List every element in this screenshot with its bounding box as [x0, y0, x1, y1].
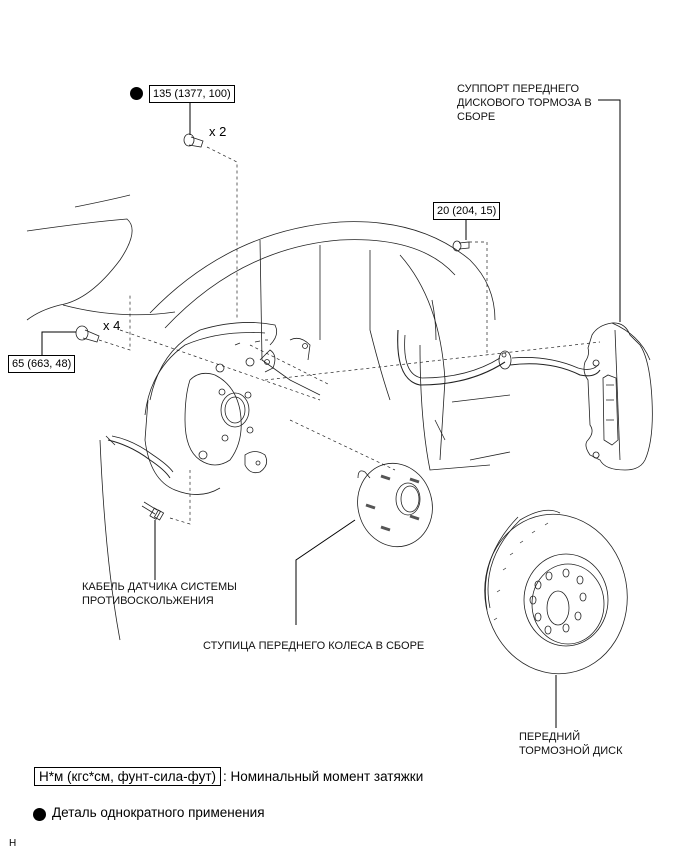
legend-non-reusable-icon: [33, 808, 46, 821]
label-disc-line-1: ПЕРЕДНИЙ: [519, 731, 581, 743]
label-abs-line-1: КАБЕЛЬ ДАТЧИКА СИСТЕМЫ: [82, 581, 237, 593]
label-caliper-line-3: СБОРЕ: [457, 111, 496, 123]
hose-bracket-bolt: [452, 240, 470, 252]
legend-non-reusable-description: Деталь однократного применения: [52, 805, 265, 820]
brake-disc: [484, 509, 628, 675]
brake-caliper: [583, 322, 653, 471]
torque-spec-hub-bolt: 65 (663, 48): [8, 355, 76, 373]
figure-id: H: [9, 838, 17, 849]
torque-spec-hose-bracket-bolt: 20 (204, 15): [433, 202, 501, 220]
label-caliper-line-1: СУППОРТ ПЕРЕДНЕГО: [457, 83, 580, 95]
label-abs-line-2: ПРОТИВОСКОЛЬЖЕНИЯ: [82, 595, 214, 607]
label-caliper: СУППОРТ ПЕРЕДНЕГО ДИСКОВОГО ТОРМОЗА В СБ…: [457, 82, 592, 124]
fender-outline: [26, 194, 496, 641]
suspension-body: [259, 239, 511, 471]
label-caliper-line-2: ДИСКОВОГО ТОРМОЗА В: [457, 97, 592, 109]
legend-torque-units: Н*м (кгс*см, фунт-сила-фут): [34, 767, 221, 786]
assembly-guide-lines: [98, 146, 601, 525]
legend-torque-description: : Номинальный момент затяжки: [223, 769, 424, 784]
label-abs-sensor-cable: КАБЕЛЬ ДАТЧИКА СИСТЕМЫ ПРОТИВОСКОЛЬЖЕНИЯ: [82, 580, 237, 608]
quantity-hub-bolt: x 4: [103, 318, 121, 333]
hub-assembly: [357, 462, 433, 548]
brake-hose: [397, 329, 601, 386]
label-disc: ПЕРЕДНИЙ ТОРМОЗНОЙ ДИСК: [519, 730, 623, 758]
non-reusable-part-icon: [130, 87, 143, 100]
label-hub: СТУПИЦА ПЕРЕДНЕГО КОЛЕСА В СБОРЕ: [203, 640, 425, 652]
hub-bolt: [75, 325, 100, 343]
abs-sensor: [141, 501, 165, 521]
quantity-caliper-bolt: x 2: [209, 124, 227, 139]
leader-lines: [41, 97, 621, 728]
steering-knuckle: [144, 322, 278, 495]
torque-spec-caliper-bolt: 135 (1377, 100): [149, 85, 235, 103]
label-disc-line-2: ТОРМОЗНОЙ ДИСК: [519, 745, 623, 757]
caliper-bolt: [183, 133, 204, 148]
abs-cable-harness: [105, 435, 174, 479]
